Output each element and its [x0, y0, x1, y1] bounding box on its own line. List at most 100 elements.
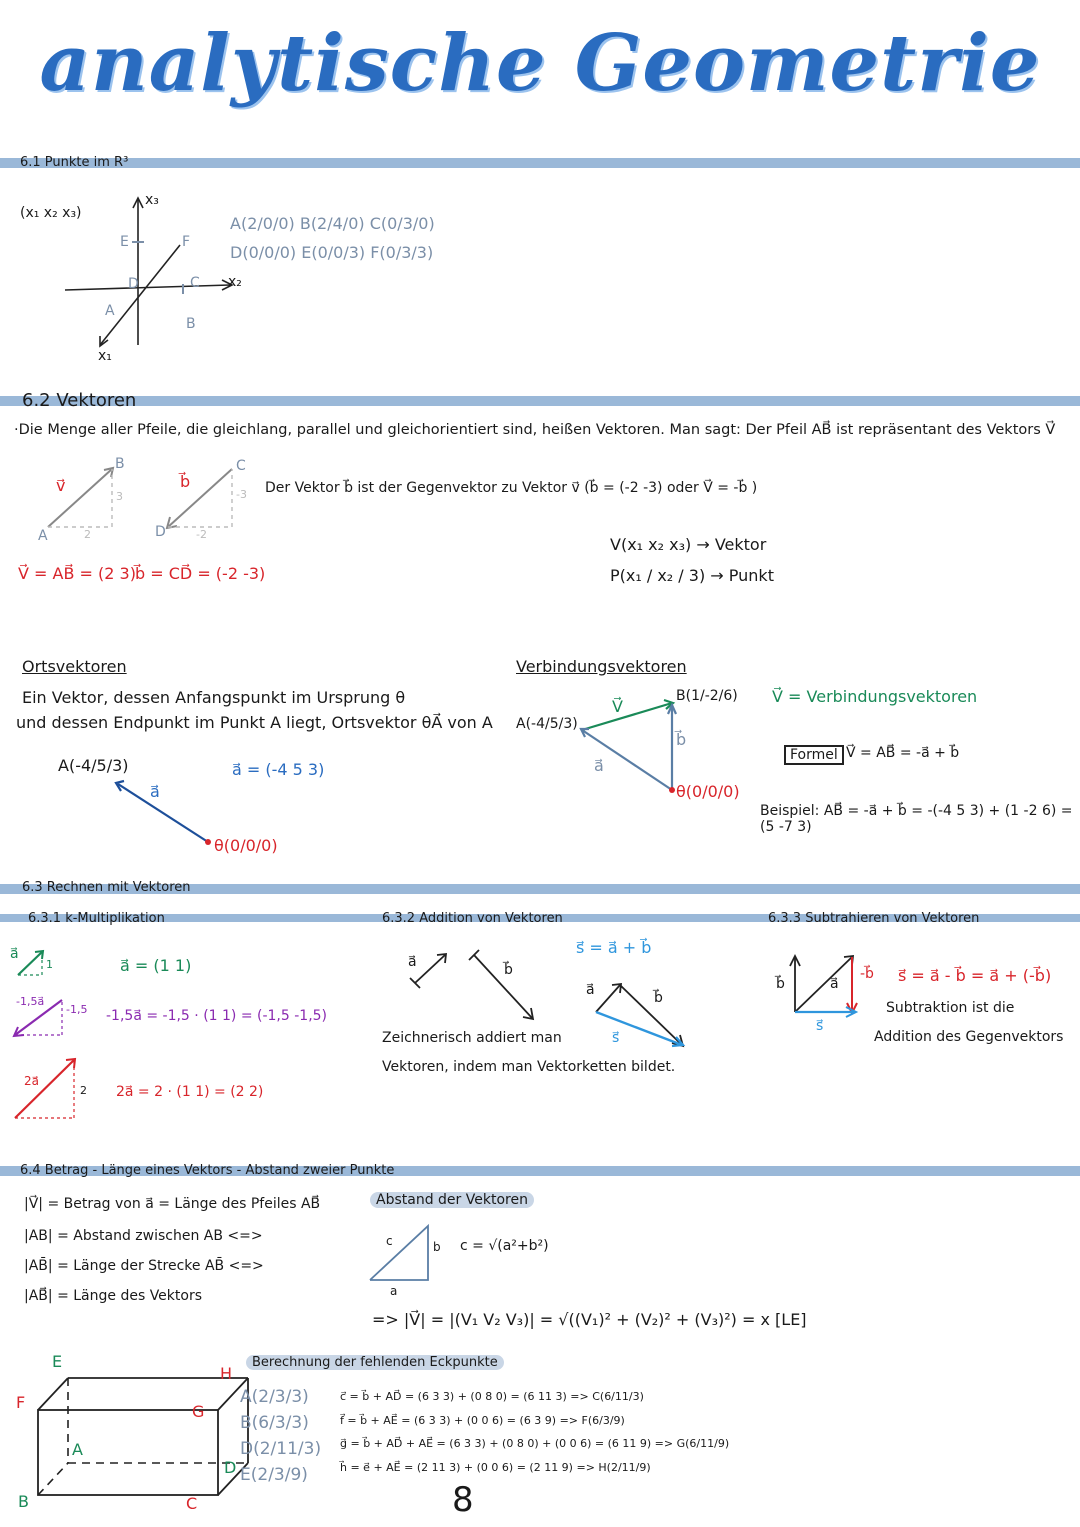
orts-point-a: A(-4/5/3) — [58, 756, 129, 775]
pythagoras: c = √(a²+b²) — [460, 1238, 549, 1254]
k-label-a: a⃗ — [10, 946, 19, 962]
point-D-label: D — [128, 276, 139, 292]
v-vector-label: v⃗ — [56, 476, 66, 495]
formel-equation: V⃗ = AB⃗ = -a⃗ + b⃗ — [846, 745, 960, 761]
point-B-label: B — [186, 316, 196, 332]
fig-dy-pos: 3 — [116, 490, 123, 503]
verb-origin: θ(0/0/0) — [676, 782, 740, 801]
verb-point-b: B(1/-2/6) — [676, 688, 738, 704]
ortsvektoren-heading: Ortsvektoren — [22, 657, 127, 676]
b-equals-cd: b⃗ = CD⃗ = (-2 -3) — [135, 564, 266, 583]
add-b-chain-label: b⃗ — [654, 990, 663, 1006]
gegenvektor-text: Der Vektor b⃗ ist der Gegenvektor zu Vek… — [265, 480, 758, 496]
k-eq-1: a⃗ = (1 1) — [120, 956, 192, 975]
add-a-label: a⃗ — [408, 954, 417, 970]
heading-6-1: 6.1 Punkte im R³ — [20, 155, 129, 170]
point-C-label: C — [190, 275, 200, 291]
sub-text-2: Addition des Gegenvektors — [874, 1029, 1064, 1045]
corner-H: H — [220, 1364, 233, 1383]
given-point: D(2/11/3) — [240, 1439, 322, 1459]
corner-B: B — [18, 1492, 29, 1511]
calc-line: f⃗ = b⃗ + AE⃗ = (6 3 3) + (0 0 6) = (6 3… — [340, 1413, 625, 1427]
heading-6-3-1: 6.3.1 k-Multiplikation — [28, 911, 165, 926]
add-s-equation: s⃗ = a⃗ + b⃗ — [576, 938, 652, 957]
axis-x3: x₃ — [145, 192, 159, 208]
corner-D: D — [224, 1458, 237, 1477]
axis-x1: x₁ — [98, 348, 112, 364]
calc-line: c⃗ = b⃗ + AD⃗ = (6 3 3) + (0 8 0) = (6 1… — [340, 1390, 644, 1403]
fig-B: B — [115, 456, 125, 472]
corner-G: G — [192, 1402, 205, 1421]
orts-a-label: a⃗ — [150, 782, 160, 801]
calc-line: h⃗ = e⃗ + AE⃗ = (2 11 3) + (0 0 6) = (2 … — [340, 1460, 651, 1474]
point-F-label: F — [182, 234, 191, 250]
add-a-chain-label: a⃗ — [586, 982, 595, 998]
k-label-m15a: -1,5a⃗ — [16, 995, 45, 1008]
corner-E: E — [52, 1352, 63, 1371]
k-eq-2: -1,5a⃗ = -1,5 · (1 1) = (-1,5 -1,5) — [106, 1008, 328, 1024]
vector-notation-v: V(x₁ x₂ x₃) → Vektor — [610, 535, 767, 554]
section-band-6-3 — [0, 884, 1080, 894]
add-text-1: Zeichnerisch addiert man — [382, 1030, 562, 1046]
betrag-formula: => |V⃗| = |(V₁ V₂ V₃)| = √((V₁)² + (V₂)²… — [372, 1310, 807, 1329]
heading-6-4: 6.4 Betrag - Länge eines Vektors - Absta… — [20, 1163, 395, 1178]
add-b-label: b⃗ — [504, 962, 513, 978]
fig-dx-pos: 2 — [84, 528, 91, 541]
tri-b: b — [433, 1240, 441, 1254]
point-A-label: A — [105, 303, 115, 319]
add-text-2: Vektoren, indem man Vektorketten bildet. — [382, 1059, 676, 1075]
given-point: A(2/3/3) — [240, 1387, 309, 1407]
points-list-1: A(2/0/0) B(2/4/0) C(0/3/0) — [230, 214, 435, 233]
eckpunkte-heading: Berechnung der fehlenden Eckpunkte — [246, 1355, 504, 1370]
corner-F: F — [16, 1393, 26, 1412]
point-notation-p: P(x₁ / x₂ / 3) → Punkt — [610, 566, 774, 585]
axis-x2: x₂ — [228, 274, 242, 290]
page-number: 8 — [452, 1480, 474, 1520]
section-band-6-3-sub — [0, 914, 1080, 922]
betrag-line-1: |V⃗| = Betrag von a⃗ = Länge des Pfeiles… — [24, 1196, 321, 1212]
betrag-line-4: |AB⃗| = Länge des Vektors — [24, 1288, 203, 1304]
sub-b-label: b⃗ — [776, 976, 785, 992]
given-point: B(6/3/3) — [240, 1413, 309, 1433]
calc-line: g⃗ = b⃗ + AD⃗ + AE⃗ = (6 3 3) + (0 8 0) … — [340, 1437, 730, 1450]
heading-6-2: 6.2 Vektoren — [22, 390, 137, 411]
vector-definition: ·Die Menge aller Pfeile, die gleichlang,… — [14, 422, 1056, 438]
tri-c: c — [386, 1234, 393, 1248]
points-list-2: D(0/0/0) E(0/0/3) F(0/3/3) — [230, 243, 434, 262]
fig-dx-neg: -2 — [196, 528, 207, 541]
heading-6-3-2: 6.3.2 Addition von Vektoren — [382, 911, 563, 926]
corner-calculations: c⃗ = b⃗ + AD⃗ = (6 3 3) + (0 8 0) = (6 1… — [340, 1385, 729, 1479]
point-E-label: E — [120, 234, 129, 250]
heading-6-3: 6.3 Rechnen mit Vektoren — [22, 880, 191, 895]
fig-dy-neg: -3 — [236, 488, 247, 501]
betrag-line-3: |AB̄| = Länge der Strecke AB̄ <=> — [24, 1258, 264, 1274]
verb-v-label: V⃗ — [612, 697, 623, 716]
b-vector-label: b⃗ — [180, 472, 191, 491]
sub-minus-b-label: -b⃗ — [860, 966, 874, 982]
vector-notation: (x₁ x₂ x₃) — [20, 205, 82, 221]
k-label-2: 2 — [80, 1084, 87, 1097]
k-label-2a: 2a⃗ — [24, 1074, 39, 1088]
section-band-6-4 — [0, 1166, 1080, 1176]
betrag-line-2: |AB| = Abstand zwischen AB <=> — [24, 1228, 263, 1244]
section-band-6-1 — [0, 158, 1080, 168]
v-equals-ab: V⃗ = AB⃗ = (2 3) — [18, 564, 136, 583]
verb-b-label: b⃗ — [676, 730, 687, 749]
orts-a-equation: a⃗ = (-4 5 3) — [232, 760, 325, 779]
k-eq-3: 2a⃗ = 2 · (1 1) = (2 2) — [116, 1084, 264, 1100]
sub-equation: s⃗ = a⃗ - b⃗ = a⃗ + (-b⃗) — [898, 966, 1052, 985]
add-s-label: s⃗ — [612, 1030, 620, 1046]
verb-point-a: A(-4/5/3) — [516, 716, 578, 732]
section-band-6-2 — [0, 396, 1080, 406]
corner-A: A — [72, 1440, 83, 1459]
sub-text-1: Subtraktion ist die — [886, 1000, 1015, 1016]
k-label-m15: -1,5 — [66, 1003, 88, 1016]
